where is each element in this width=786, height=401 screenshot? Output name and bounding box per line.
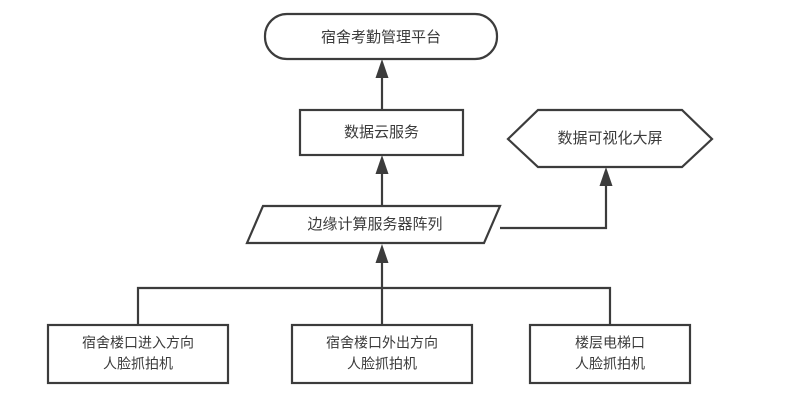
node-platform-shape[interactable] (263, 12, 499, 61)
node-edge-servers-shape[interactable] (245, 204, 502, 245)
node-cloud-service[interactable]: 数据云服务 (298, 108, 465, 157)
node-platform-label: 宿舍考勤管理平台 (321, 29, 441, 46)
node-camera-entry-shape[interactable] (46, 323, 230, 385)
node-visualization-label: 数据可视化大屏 (557, 130, 662, 147)
node-visualization[interactable]: 数据可视化大屏 (506, 108, 714, 169)
edge-servers-to-cloud (375, 155, 389, 206)
node-camera-entry[interactable]: 宿舍楼口进入方向 人脸抓拍机 (46, 323, 230, 385)
arrow-head-up-icon (375, 59, 389, 78)
arrow-head-up-icon (375, 155, 389, 174)
node-platform[interactable]: 宿舍考勤管理平台 (263, 12, 499, 61)
arrow-head-up-icon (375, 244, 389, 263)
node-cloud-service-label: 数据云服务 (344, 124, 419, 141)
node-visualization-shape[interactable] (506, 108, 714, 169)
arrow-head-up-icon (599, 167, 613, 186)
node-camera-exit-label-line1: 宿舍楼口外出方向 (326, 335, 438, 351)
node-camera-elevator-label-line2: 人脸抓拍机 (575, 356, 645, 372)
node-camera-exit-label-line2: 人脸抓拍机 (347, 356, 417, 372)
node-edge-servers[interactable]: 边缘计算服务器阵列 (245, 204, 502, 245)
node-camera-exit[interactable]: 宿舍楼口外出方向 人脸抓拍机 (290, 323, 474, 385)
node-camera-elevator-shape[interactable] (528, 323, 692, 385)
edge-cloud-to-platform (375, 59, 389, 110)
node-cloud-service-shape[interactable] (298, 108, 465, 157)
node-camera-entry-label-line1: 宿舍楼口进入方向 (82, 335, 194, 351)
node-camera-elevator-label-line1: 楼层电梯口 (575, 335, 645, 351)
edge-cameras-to-servers (136, 244, 612, 325)
node-camera-elevator[interactable]: 楼层电梯口 人脸抓拍机 (528, 323, 692, 385)
edge-servers-to-visualization (500, 167, 613, 230)
node-camera-entry-label-line2: 人脸抓拍机 (103, 356, 173, 372)
node-edge-servers-label: 边缘计算服务器阵列 (307, 215, 442, 233)
node-camera-exit-shape[interactable] (290, 323, 474, 385)
